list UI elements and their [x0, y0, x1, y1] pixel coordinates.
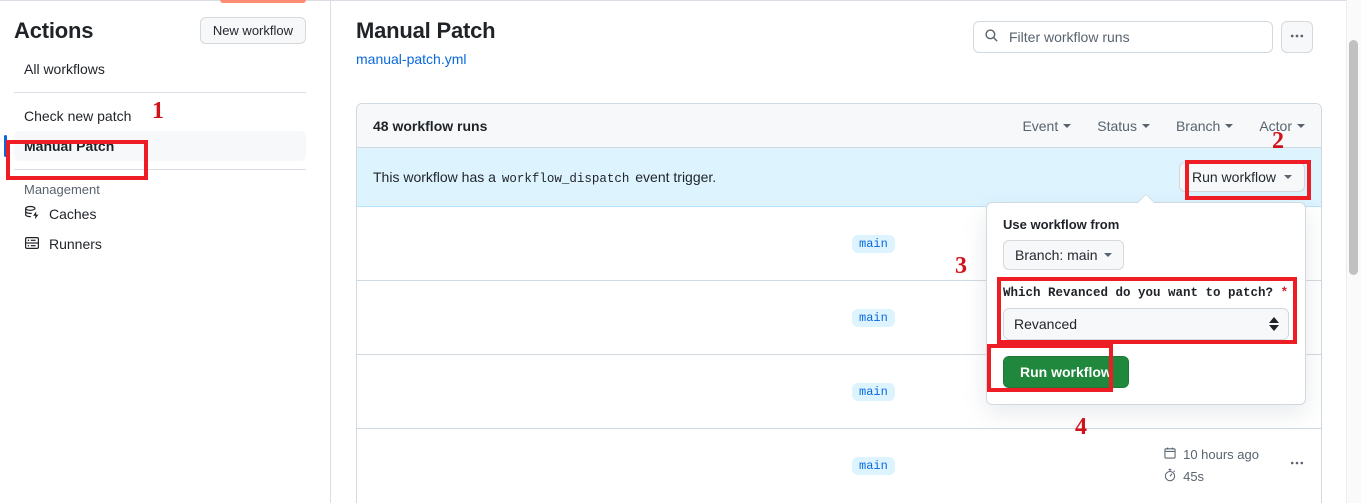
submit-run-workflow-button[interactable]: Run workflow — [1003, 356, 1129, 388]
dispatch-text-before: This workflow has a — [373, 168, 496, 185]
run-workflow-dropdown-button[interactable]: Run workflow — [1178, 162, 1305, 192]
chevron-down-icon — [1063, 123, 1072, 128]
chevron-down-icon — [1104, 253, 1113, 257]
run-date: 10 hours ago — [1163, 443, 1259, 465]
row-more-options-button[interactable] — [1289, 455, 1305, 474]
search-input[interactable] — [1007, 28, 1262, 46]
branch-badge[interactable]: main — [852, 457, 895, 475]
branch-badge[interactable]: main — [852, 235, 895, 253]
chevron-down-icon — [1225, 123, 1234, 128]
runs-header: 48 workflow runs Event Status Branch — [357, 104, 1321, 148]
required-marker: * — [1280, 286, 1289, 300]
dispatch-event-code: workflow_dispatch — [501, 171, 630, 186]
runs-count: 48 workflow runs — [373, 117, 488, 134]
actions-sidebar: Actions New workflow All workflows Check… — [0, 3, 330, 503]
more-options-button[interactable] — [1281, 21, 1313, 53]
workflow-file-link[interactable]: manual-patch.yml — [356, 51, 467, 67]
main-header: Manual Patch manual-patch.yml — [331, 3, 1331, 67]
workflow-input-label-text: Which Revanced do you want to patch? — [1003, 286, 1274, 300]
filter-label: Actor — [1259, 117, 1292, 134]
table-row[interactable]: main — [357, 281, 1321, 355]
branch-select-button[interactable]: Branch: main — [1003, 240, 1125, 270]
search-wrap — [973, 21, 1273, 53]
page-scrollbar[interactable] — [1346, 0, 1361, 503]
top-strip — [0, 0, 1361, 3]
filter-branch[interactable]: Branch — [1175, 117, 1234, 134]
sidebar-item-runners[interactable]: Runners — [0, 229, 330, 259]
revanced-select[interactable]: Revanced — [1003, 308, 1289, 340]
filter-event[interactable]: Event — [1022, 117, 1072, 134]
sidebar-header: Actions New workflow — [0, 3, 330, 54]
cache-icon — [24, 205, 40, 224]
sidebar-item-manual-patch[interactable]: Manual Patch — [4, 131, 306, 161]
workflow-input-label: Which Revanced do you want to patch? * — [1003, 286, 1289, 300]
run-meta: 10 hours ago 45s — [1163, 443, 1259, 487]
table-row[interactable]: main — [357, 207, 1321, 281]
sidebar-item-caches[interactable]: Caches — [0, 199, 330, 229]
run-duration: 45s — [1163, 465, 1259, 487]
filter-label: Status — [1097, 117, 1137, 134]
run-workflow-button-label: Run workflow — [1191, 169, 1276, 185]
dropdown-body: Use workflow from Branch: main Which Rev… — [987, 203, 1305, 404]
chevron-down-icon — [1297, 123, 1305, 128]
sidebar-divider-1 — [14, 92, 306, 93]
sidebar-item-label: Manual Patch — [24, 138, 115, 154]
branch-badge[interactable]: main — [852, 309, 895, 327]
calendar-icon — [1163, 446, 1177, 463]
run-workflow-dropdown-panel: Use workflow from Branch: main Which Rev… — [986, 194, 1306, 405]
dispatch-banner-text: This workflow has a workflow_dispatch ev… — [373, 169, 716, 186]
sidebar-main-divider — [330, 0, 331, 503]
branch-badge[interactable]: main — [852, 383, 895, 401]
filter-status[interactable]: Status — [1097, 118, 1150, 134]
table-row[interactable]: main 10 hours ago — [357, 429, 1321, 503]
sidebar-item-all-workflows[interactable]: All workflows — [14, 54, 306, 84]
branch-select-label: Branch: main — [1015, 247, 1098, 263]
stopwatch-icon — [1163, 468, 1177, 485]
top-rule — [0, 0, 1361, 1]
runs-filters: Event Status Branch Actor — [1022, 118, 1305, 134]
sidebar-item-label: All workflows — [24, 61, 105, 77]
chevron-down-icon — [1141, 123, 1150, 128]
chevron-down-icon — [1284, 175, 1292, 179]
management-section-label: Management — [24, 182, 100, 197]
new-workflow-button[interactable]: New workflow — [199, 17, 306, 44]
server-icon — [24, 235, 40, 254]
workflow-dispatch-banner: This workflow has a workflow_dispatch ev… — [357, 148, 1321, 207]
sidebar-title: Actions — [14, 17, 94, 43]
search-box[interactable] — [973, 21, 1273, 53]
workflow-input-select-wrap: Revanced — [1003, 308, 1289, 340]
use-workflow-from-label: Use workflow from — [1003, 217, 1120, 232]
filter-label: Event — [1022, 117, 1059, 134]
active-tab-underline — [220, 0, 306, 3]
filter-actor[interactable]: Actor — [1259, 118, 1305, 134]
sidebar-item-label: Check new patch — [24, 108, 132, 124]
kebab-horizontal-icon — [1289, 28, 1305, 47]
dispatch-text-after: event trigger. — [635, 168, 717, 185]
sidebar-divider-2 — [14, 169, 306, 170]
page-scrollbar-thumb[interactable] — [1349, 40, 1358, 275]
filter-label: Branch — [1175, 117, 1221, 134]
workflow-list-named: Check new patch Manual Patch — [0, 101, 330, 161]
page-title: Manual Patch — [356, 18, 496, 43]
sidebar-item-label: Runners — [49, 236, 102, 252]
date-text: 10 hours ago — [1183, 446, 1259, 462]
workflow-list: All workflows — [0, 54, 330, 84]
search-icon — [984, 28, 999, 46]
sidebar-item-label: Caches — [49, 206, 97, 222]
duration-text: 45s — [1183, 468, 1205, 484]
sidebar-item-check-new-patch[interactable]: Check new patch — [14, 101, 306, 131]
